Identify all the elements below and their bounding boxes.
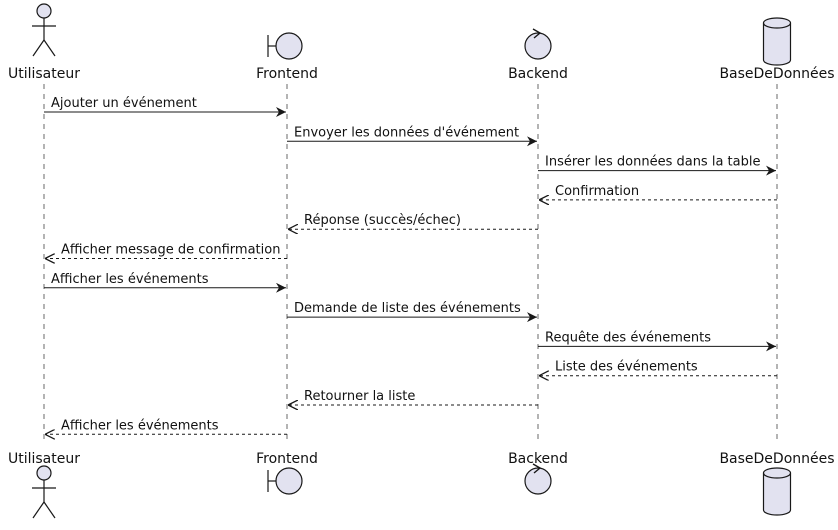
participant-frontend-bottom-boundary-circle (275, 467, 303, 495)
message-2: Envoyer les données d'événement (287, 125, 537, 147)
message-label: Liste des événements (555, 360, 698, 375)
participant-basededonnees-label-bottom: BaseDeDonnées (719, 451, 834, 467)
participant-frontend-top: Frontend (256, 32, 318, 82)
message-8: Demande de liste des événements (287, 301, 537, 323)
participant-basededonnees-bottom-database-body (762, 467, 792, 516)
participant-backend-bottom: Backend (508, 451, 568, 495)
participant-basededonnees-bottom-database-rim (762, 472, 792, 479)
participant-backend-bottom-control-circle (524, 467, 552, 495)
participant-utilisateur-top-actor-right-leg (43, 39, 56, 57)
participant-backend-label-top: Backend (508, 66, 568, 82)
message-10: Liste des événements (539, 360, 777, 376)
participant-basededonnees-top-database-rim (762, 22, 792, 29)
participant-backend-bottom-control-arrow-icon (532, 463, 542, 474)
message-5: Réponse (succès/échec) (288, 213, 538, 229)
participant-frontend-label-bottom: Frontend (256, 451, 318, 467)
participant-utilisateur-top: Utilisateur (8, 3, 80, 82)
participant-frontend-bottom: Frontend (256, 451, 318, 495)
message-label: Ajouter un événement (51, 96, 197, 111)
participant-frontend-top-boundary-circle (275, 32, 303, 60)
lifelines (43, 84, 778, 444)
message-label: Afficher message de confirmation (61, 243, 280, 258)
message-9: Requête des événements (538, 330, 776, 352)
participant-backend-top-control-circle (524, 32, 552, 60)
participant-utilisateur-top-actor-left-leg (32, 39, 45, 57)
message-label: Réponse (succès/échec) (304, 213, 461, 228)
message-11: Retourner la liste (288, 389, 538, 405)
participant-backend-top: Backend (508, 28, 568, 82)
participants-bottom: Utilisateur Frontend Backend BaseDeDonnées (8, 451, 835, 519)
message-1: Ajouter un événement (44, 96, 286, 117)
message-label: Envoyer les données d'événement (294, 125, 519, 140)
participant-utilisateur-bottom-actor-head (36, 465, 52, 481)
message-label: Afficher les événements (51, 272, 209, 287)
message-3: Insérer les données dans la table (538, 155, 776, 176)
message-label: Retourner la liste (304, 389, 415, 404)
participant-utilisateur-bottom: Utilisateur (8, 451, 80, 519)
participant-basededonnees-bottom: BaseDeDonnées (719, 451, 835, 516)
message-label: Requête des événements (545, 330, 711, 345)
message-label: Afficher les événements (61, 418, 219, 433)
message-label: Confirmation (555, 184, 639, 199)
participant-frontend-label-top: Frontend (256, 66, 318, 82)
participant-basededonnees-top: BaseDeDonnées (719, 17, 835, 82)
participant-basededonnees-label-top: BaseDeDonnées (719, 66, 834, 82)
message-7: Afficher les événements (44, 272, 286, 293)
message-4: Confirmation (539, 184, 777, 200)
participant-utilisateur-top-actor-head (36, 3, 52, 19)
participants-top: Utilisateur Frontend Backend BaseDeDonnées (8, 3, 835, 82)
participant-utilisateur-bottom-actor-right-leg (43, 501, 56, 519)
message-12: Afficher les événements (45, 418, 287, 434)
participant-utilisateur-label-bottom: Utilisateur (8, 451, 80, 467)
participant-utilisateur-label-top: Utilisateur (8, 66, 80, 82)
participant-backend-top-control-arrow-icon (532, 28, 542, 39)
message-6: Afficher message de confirmation (45, 243, 287, 259)
message-label: Demande de liste des événements (294, 301, 521, 316)
participant-basededonnees-top-database-body (762, 17, 792, 66)
participant-utilisateur-bottom-actor-left-leg (32, 501, 45, 519)
message-label: Insérer les données dans la table (545, 155, 760, 170)
participant-backend-label-bottom: Backend (508, 451, 568, 467)
